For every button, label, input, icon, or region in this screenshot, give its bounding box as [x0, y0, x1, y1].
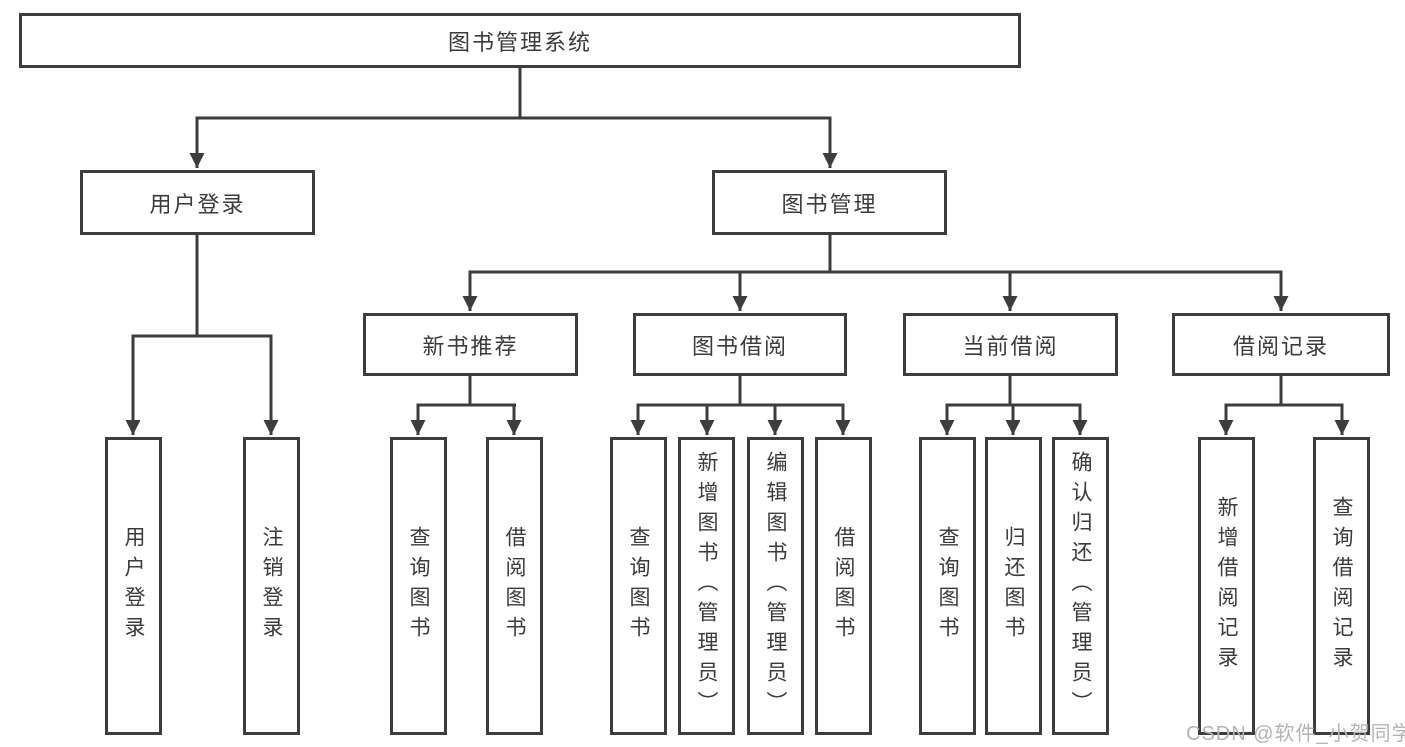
- connector-book-management-bus: [468, 235, 1283, 274]
- connector-root-bus: [195, 68, 832, 120]
- leaf-cb-query-books-label: 查询图书: [936, 526, 960, 646]
- node-book-borrow-label: 图书借阅: [691, 333, 788, 359]
- node-borrow-records: 借阅记录: [1172, 313, 1390, 376]
- leaf-bb-borrow-books: 借阅图书: [815, 437, 872, 735]
- node-book-borrow: 图书借阅: [633, 313, 847, 376]
- node-current-borrow-label: 当前借阅: [962, 333, 1059, 359]
- leaf-bb-query-books-label: 查询图书: [627, 526, 651, 646]
- leaf-bb-add-book-admin-label: 新增图书（管理员）: [695, 451, 719, 721]
- connector-user-login-bus: [131, 235, 273, 338]
- watermark: CSDN @软件_小贺同学: [1186, 723, 1405, 745]
- leaf-cb-confirm-return-admin-label: 确认归还（管理员）: [1069, 451, 1093, 721]
- node-new-book-recommend-label: 新书推荐: [422, 333, 519, 359]
- leaf-bb-borrow-books-label: 借阅图书: [832, 526, 856, 646]
- connector-borrow-records-bus: [1224, 376, 1344, 407]
- leaf-bb-edit-book-admin-label: 编辑图书（管理员）: [764, 451, 788, 721]
- leaf-br-add-record: 新增借阅记录: [1198, 437, 1255, 735]
- node-book-management-label: 图书管理: [781, 191, 878, 217]
- leaf-logout-label: 注销登录: [260, 526, 284, 646]
- leaf-nbr-query-books: 查询图书: [390, 437, 447, 735]
- leaf-br-query-record: 查询借阅记录: [1313, 437, 1370, 735]
- node-user-login: 用户登录: [80, 170, 315, 235]
- node-new-book-recommend: 新书推荐: [363, 313, 578, 376]
- node-borrow-records-label: 借阅记录: [1232, 333, 1329, 359]
- leaf-user-login: 用户登录: [105, 437, 162, 735]
- leaf-cb-return-books-label: 归还图书: [1002, 526, 1026, 646]
- node-current-borrow: 当前借阅: [903, 313, 1118, 376]
- connector-book-borrow-bus: [636, 376, 845, 407]
- node-book-management: 图书管理: [712, 170, 947, 235]
- connector-new-book-recommend-bus: [416, 376, 516, 407]
- node-root-label: 图书管理系统: [447, 29, 592, 55]
- leaf-nbr-borrow-books-label: 借阅图书: [503, 526, 527, 646]
- node-user-login-label: 用户登录: [149, 191, 246, 217]
- leaf-nbr-borrow-books: 借阅图书: [486, 437, 543, 735]
- leaf-bb-add-book-admin: 新增图书（管理员）: [678, 437, 735, 735]
- connector-current-borrow-bus: [945, 376, 1082, 407]
- leaf-cb-query-books: 查询图书: [919, 437, 976, 735]
- leaf-nbr-query-books-label: 查询图书: [407, 526, 431, 646]
- leaf-br-query-record-label: 查询借阅记录: [1330, 496, 1354, 676]
- leaf-cb-confirm-return-admin: 确认归还（管理员）: [1052, 437, 1109, 735]
- leaf-cb-return-books: 归还图书: [985, 437, 1042, 735]
- leaf-bb-edit-book-admin: 编辑图书（管理员）: [747, 437, 804, 735]
- leaf-user-login-label: 用户登录: [122, 526, 146, 646]
- node-root: 图书管理系统: [19, 13, 1021, 68]
- leaf-logout: 注销登录: [243, 437, 300, 735]
- leaf-br-add-record-label: 新增借阅记录: [1215, 496, 1239, 676]
- leaf-bb-query-books: 查询图书: [610, 437, 667, 735]
